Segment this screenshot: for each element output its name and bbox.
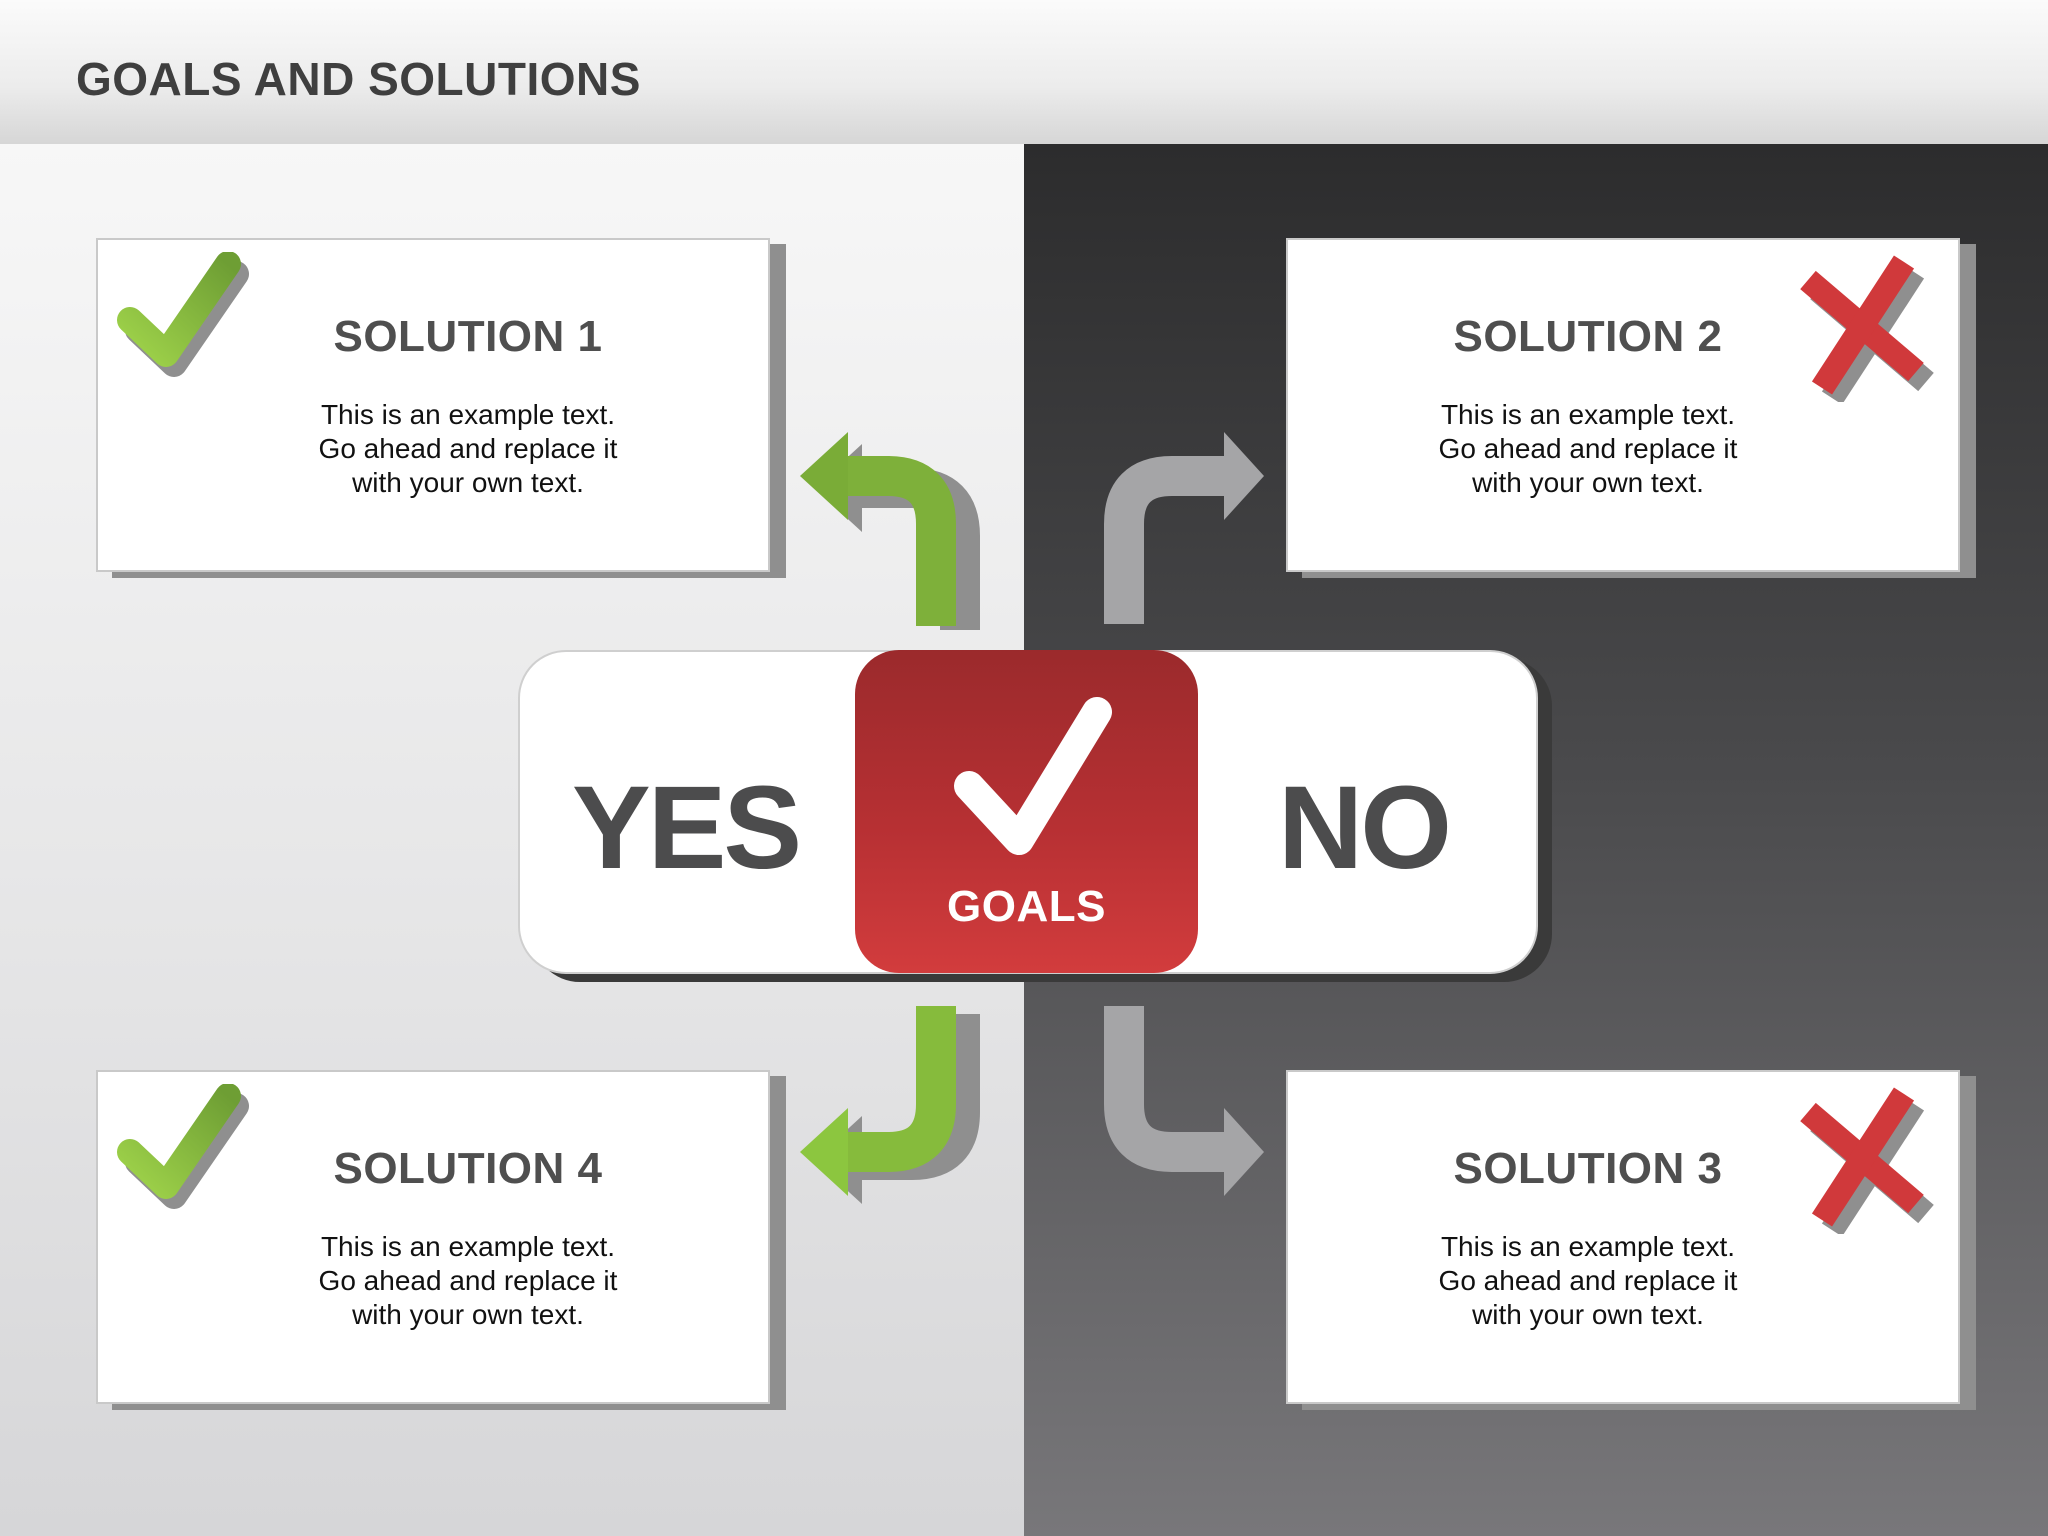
arrow-to-solution-2-icon [1104, 432, 1264, 624]
white-check-icon [954, 697, 1112, 855]
goals-label: GOALS [947, 882, 1106, 931]
solution-title: SOLUTION 1 [333, 312, 603, 361]
goals-box: GOALS [855, 650, 1198, 973]
check-icon [117, 252, 249, 377]
arrow-to-solution-3-icon [1104, 1006, 1264, 1196]
no-label: NO [1278, 762, 1452, 894]
check-icon [117, 1084, 249, 1209]
arrow-to-solution-1-icon [800, 432, 980, 630]
yes-label: YES [572, 762, 802, 894]
arrow-to-solution-4-icon [800, 1006, 980, 1204]
solution-text: This is an example text. Go ahead and re… [318, 1231, 618, 1330]
solution-title: SOLUTION 3 [1453, 1144, 1723, 1193]
solution-title: SOLUTION 2 [1453, 312, 1723, 361]
solution-text: This is an example text. Go ahead and re… [1438, 399, 1738, 498]
solution-1-card: SOLUTION 1 This is an example text. Go a… [96, 238, 770, 572]
cross-icon [1800, 255, 1934, 402]
solution-title: SOLUTION 4 [333, 1144, 603, 1193]
solution-4-card: SOLUTION 4 This is an example text. Go a… [96, 1070, 770, 1404]
solution-text: This is an example text. Go ahead and re… [1438, 1231, 1738, 1330]
solution-text: This is an example text. Go ahead and re… [318, 399, 618, 498]
header-bar: GOALS AND SOLUTIONS [0, 0, 2048, 144]
solution-3-card: SOLUTION 3 This is an example text. Go a… [1286, 1070, 1960, 1404]
page-title: GOALS AND SOLUTIONS [76, 53, 641, 105]
cross-icon [1800, 1087, 1934, 1234]
solution-2-card: SOLUTION 2 This is an example text. Go a… [1286, 238, 1960, 572]
